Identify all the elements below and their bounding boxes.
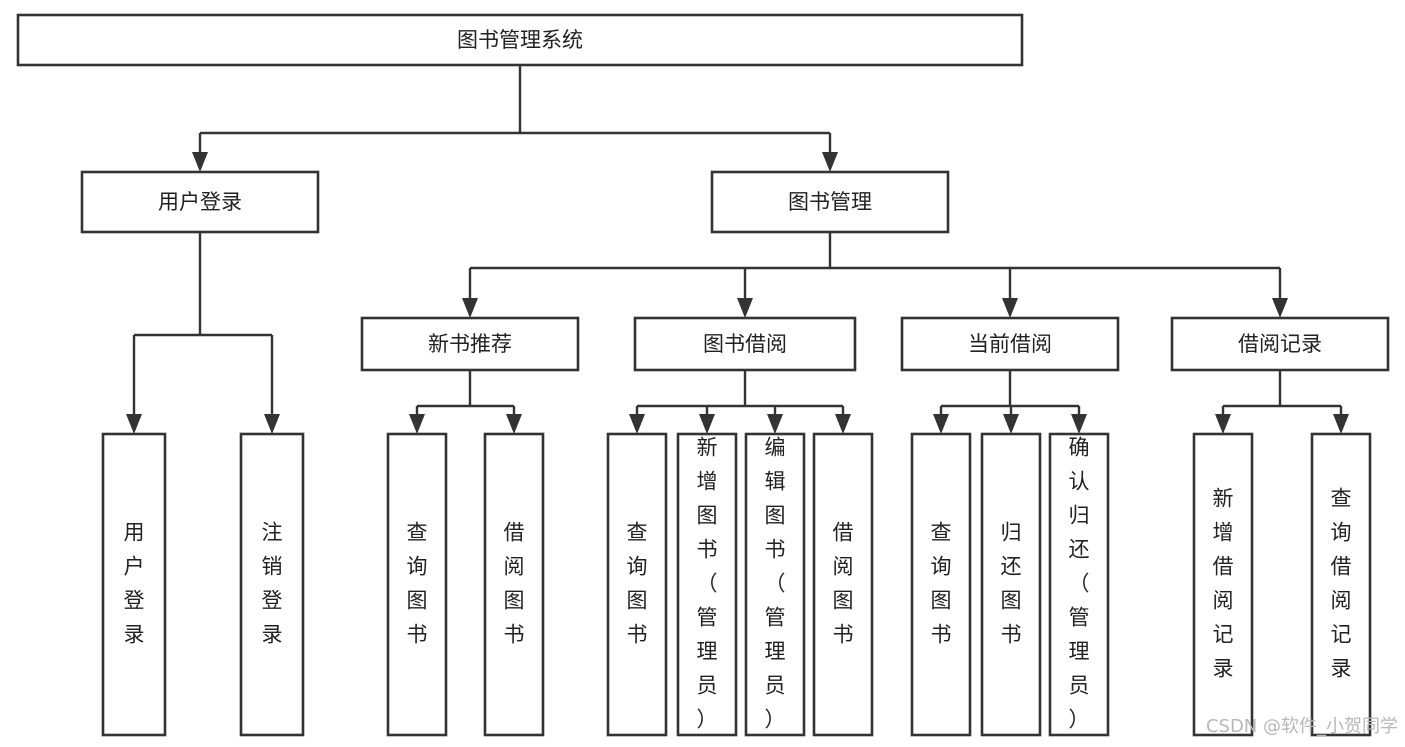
node-box (980, 432, 1042, 737)
connector-book-to-level2-arrowhead-1 (737, 298, 753, 318)
node-label: 图书借阅 (703, 332, 787, 356)
node-box (101, 432, 167, 737)
node-label: 确认归还（管理员） (1069, 436, 1090, 732)
connector-root-to-level1-arrowhead-0 (192, 152, 208, 172)
node-level1-用户登录[interactable]: 用户登录 (80, 170, 320, 234)
connector-当前借阅-to-leaves-arrowhead-2 (1071, 414, 1087, 434)
node-leaf-归还图书[interactable]: 归还图书 (980, 432, 1042, 737)
node-label: 新增借阅记录 (1213, 487, 1234, 681)
connector-book-to-level2-arrowhead-0 (462, 298, 478, 318)
node-label: 图书管理系统 (457, 28, 583, 52)
node-box (812, 432, 874, 737)
connector-当前借阅-to-leaves-arrowhead-1 (1003, 414, 1019, 434)
node-leaf-查询图书[interactable]: 查询图书 (386, 432, 448, 737)
node-box (1310, 432, 1372, 737)
node-label: 图书管理 (788, 190, 872, 214)
node-label: 编辑图书（管理员） (765, 436, 786, 732)
node-box (360, 316, 580, 372)
node-level2-借阅记录[interactable]: 借阅记录 (1170, 316, 1390, 372)
node-label: 注销登录 (262, 521, 283, 647)
node-leaf-用户登录[interactable]: 用户登录 (101, 432, 167, 737)
node-leaf-注销登录[interactable]: 注销登录 (239, 432, 305, 737)
node-leaf-查询图书[interactable]: 查询图书 (910, 432, 972, 737)
node-box (676, 432, 738, 737)
node-label: 查询图书 (407, 521, 428, 647)
node-box (386, 432, 448, 737)
connector-book-to-level2-arrowhead-3 (1272, 298, 1288, 318)
node-level2-图书借阅[interactable]: 图书借阅 (633, 316, 857, 372)
node-label: 借阅图书 (504, 521, 525, 647)
node-leaf-确认归还管理员[interactable]: 确认归还（管理员） (1048, 432, 1110, 737)
connector-layer (126, 65, 1349, 434)
connector-图书借阅-to-leaves-arrowhead-1 (699, 414, 715, 434)
connector-root-to-level1-arrowhead-1 (822, 152, 838, 172)
node-layer: 图书管理系统用户登录图书管理新书推荐图书借阅当前借阅借阅记录用户登录注销登录查询… (16, 13, 1390, 737)
node-box (16, 13, 1024, 67)
connector-图书借阅-to-leaves-arrowhead-2 (767, 414, 783, 434)
csdn-watermark: CSDN @软件_小贺同学 (1206, 716, 1398, 737)
node-leaf-借阅图书[interactable]: 借阅图书 (812, 432, 874, 737)
node-label: 借阅记录 (1238, 332, 1322, 356)
connector-新书推荐-to-leaves-arrowhead-0 (409, 414, 425, 434)
node-box (910, 432, 972, 737)
connector-借阅记录-to-leaves-arrowhead-0 (1215, 414, 1231, 434)
connector-book-to-level2-arrowhead-2 (1002, 298, 1018, 318)
node-box (633, 316, 857, 372)
connector-user-to-leaves-arrowhead-0 (126, 414, 142, 434)
node-root-图书管理系统[interactable]: 图书管理系统 (16, 13, 1024, 67)
connector-新书推荐-to-leaves-arrowhead-1 (506, 414, 522, 434)
node-label: 查询图书 (627, 521, 648, 647)
node-label: 用户登录 (158, 190, 242, 214)
node-label: 用户登录 (124, 521, 145, 647)
node-box (710, 170, 950, 234)
node-label: 归还图书 (1001, 521, 1022, 647)
node-box (606, 432, 668, 737)
node-label: 新书推荐 (428, 332, 512, 356)
node-label: 查询图书 (931, 521, 952, 647)
node-leaf-查询借阅记录[interactable]: 查询借阅记录 (1310, 432, 1372, 737)
node-box (1048, 432, 1110, 737)
connector-图书借阅-to-leaves-arrowhead-3 (835, 414, 851, 434)
node-box (744, 432, 806, 737)
connector-借阅记录-to-leaves-arrowhead-1 (1333, 414, 1349, 434)
node-box (80, 170, 320, 234)
connector-当前借阅-to-leaves-arrowhead-0 (933, 414, 949, 434)
node-leaf-新增借阅记录[interactable]: 新增借阅记录 (1192, 432, 1254, 737)
node-level2-当前借阅[interactable]: 当前借阅 (900, 316, 1120, 372)
node-leaf-编辑图书管理员[interactable]: 编辑图书（管理员） (744, 432, 806, 737)
node-level2-新书推荐[interactable]: 新书推荐 (360, 316, 580, 372)
node-box (1192, 432, 1254, 737)
node-box (900, 316, 1120, 372)
node-level1-图书管理[interactable]: 图书管理 (710, 170, 950, 234)
node-box (239, 432, 305, 737)
node-label: 新增图书（管理员） (697, 436, 718, 732)
node-box (483, 432, 545, 737)
node-leaf-借阅图书[interactable]: 借阅图书 (483, 432, 545, 737)
node-label: 借阅图书 (833, 521, 854, 647)
node-box (1170, 316, 1390, 372)
node-label: 查询借阅记录 (1331, 487, 1352, 681)
node-label: 当前借阅 (968, 332, 1052, 356)
node-leaf-查询图书[interactable]: 查询图书 (606, 432, 668, 737)
connector-图书借阅-to-leaves-arrowhead-0 (629, 414, 645, 434)
node-leaf-新增图书管理员[interactable]: 新增图书（管理员） (676, 432, 738, 737)
connector-user-to-leaves-arrowhead-1 (264, 414, 280, 434)
